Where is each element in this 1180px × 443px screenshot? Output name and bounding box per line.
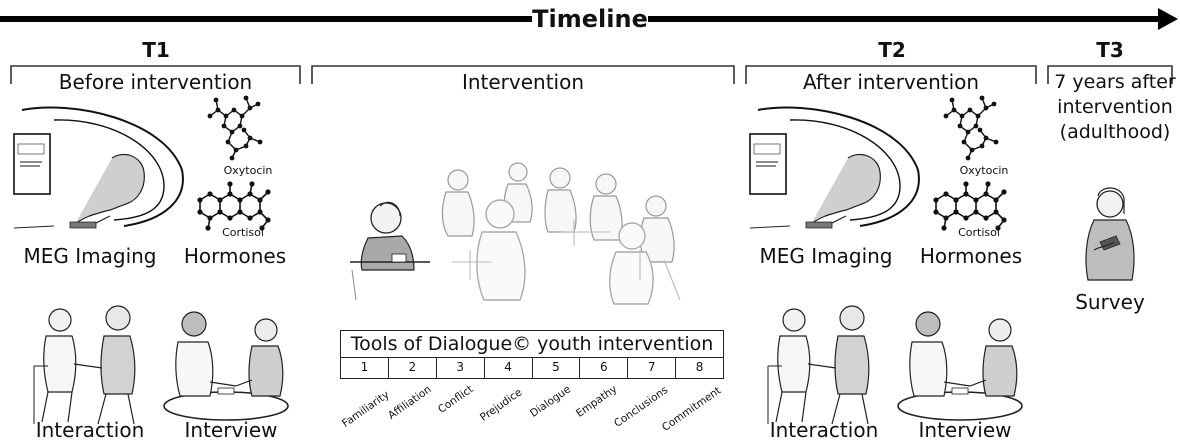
t2-title: After intervention [802, 70, 980, 94]
tools-table-title: Tools of Dialogue© youth intervention [340, 330, 724, 358]
interview-label-t2: Interview [918, 418, 1012, 442]
interaction-label-t2: Interaction [769, 418, 879, 442]
stage-number-cell: 5 [531, 357, 580, 379]
meg-imaging-label-t1: MEG Imaging [23, 244, 157, 268]
t3-title: 7 years after intervention (adulthood) [1054, 71, 1176, 143]
survey-illustration [1085, 187, 1135, 281]
stage-number-cell: 6 [579, 357, 628, 379]
interview-illustration-t1 [163, 311, 289, 421]
bracket-t2 [745, 65, 1037, 84]
oxytocin-molecule-icon-t1 [206, 94, 264, 162]
tools-of-dialogue-table: Tools of Dialogue© youth intervention 1 … [340, 330, 724, 382]
bracket-t1 [10, 65, 301, 84]
bracket-intervention [311, 65, 735, 84]
phase-label-t2: T2 [878, 38, 906, 62]
hormones-label-t1: Hormones [183, 244, 287, 268]
interaction-illustration-t2 [767, 305, 870, 425]
stage-number-cell: 7 [627, 357, 676, 379]
interview-label-t1: Interview [184, 418, 278, 442]
interaction-illustration-t1 [33, 305, 136, 425]
stage-number-cell: 4 [483, 357, 532, 379]
stage-number-cell: 8 [675, 357, 724, 379]
stage-number-cell: 1 [340, 357, 388, 379]
cortisol-label-t1: Cortisol [222, 226, 264, 239]
oxytocin-molecule-icon-t2 [942, 94, 1000, 162]
timeline-title: Timeline [532, 4, 648, 34]
survey-label: Survey [1075, 290, 1145, 314]
cortisol-molecule-icon-t2 [932, 180, 1008, 232]
tools-stage-numbers: 1 2 3 4 5 6 7 8 [340, 357, 724, 379]
hormones-label-t2: Hormones [919, 244, 1023, 268]
cortisol-molecule-icon-t1 [196, 180, 272, 232]
oxytocin-label-t2: Oxytocin [959, 164, 1009, 177]
phase-label-t1: T1 [142, 38, 170, 62]
meg-imaging-label-t2: MEG Imaging [759, 244, 893, 268]
stage-number-cell: 2 [387, 357, 436, 379]
cortisol-label-t2: Cortisol [958, 226, 1000, 239]
interaction-label-t1: Interaction [35, 418, 145, 442]
intervention-group-illustration [350, 162, 681, 305]
t1-title: Before intervention [58, 70, 253, 94]
meg-imaging-illustration-t1 [13, 106, 184, 229]
intervention-title: Intervention [461, 70, 585, 94]
oxytocin-label-t1: Oxytocin [223, 164, 273, 177]
phase-label-t3: T3 [1096, 38, 1124, 62]
stage-number-cell: 3 [435, 357, 484, 379]
meg-imaging-illustration-t2 [749, 106, 920, 229]
bracket-t3 [1047, 65, 1173, 84]
interview-illustration-t2 [897, 311, 1023, 421]
